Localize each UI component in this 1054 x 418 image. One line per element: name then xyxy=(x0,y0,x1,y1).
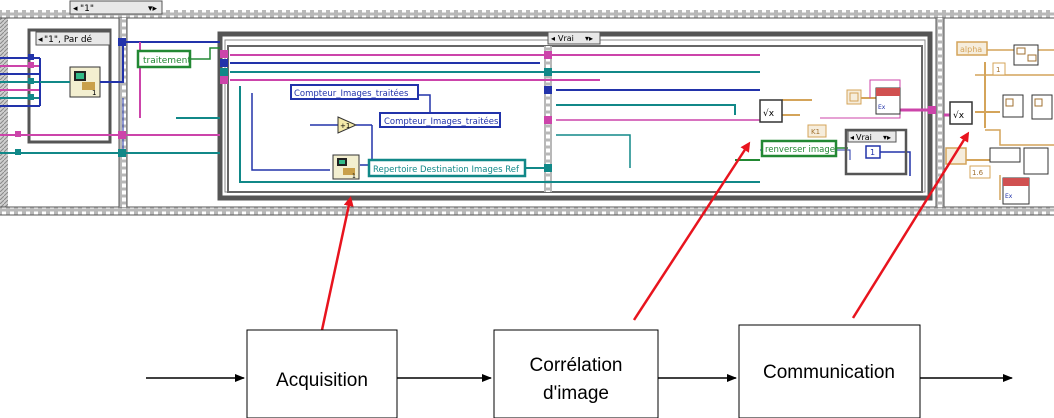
repertoire-label: Repertoire Destination Images Ref xyxy=(373,165,520,175)
gain-constant: 1.6 xyxy=(972,169,984,177)
expression-node-icon: Ex xyxy=(875,87,901,115)
svg-text:▾▸: ▾▸ xyxy=(883,133,891,142)
communication-sqrt-label: √x xyxy=(953,110,965,121)
compteur-indicator-label: Compteur_Images_traitées xyxy=(384,116,499,127)
wires xyxy=(0,41,1054,200)
acquisition-case-selector[interactable]: "1", Par dé xyxy=(44,34,93,45)
correlation-sqrt-label: √x xyxy=(763,108,775,119)
correlation-label-line1: Corrélation xyxy=(530,355,623,376)
acquisition-block: Acquisition xyxy=(246,329,398,418)
svg-text:◂: ◂ xyxy=(73,4,78,14)
expression-node-2-icon: Ex xyxy=(1002,177,1030,205)
svg-text:◂: ◂ xyxy=(850,133,854,142)
svg-text:◂: ◂ xyxy=(551,34,555,43)
svg-text:◂: ◂ xyxy=(38,35,43,45)
correlation-sqrt-node: √x xyxy=(759,99,783,123)
svg-text:1: 1 xyxy=(92,89,96,97)
communication-block: Communication xyxy=(738,324,921,418)
svg-text:Ex: Ex xyxy=(1005,193,1013,200)
svg-text:▾▸: ▾▸ xyxy=(148,4,158,14)
svg-text:1: 1 xyxy=(352,173,356,180)
sequence-selector-label: "1" xyxy=(80,4,94,14)
red-arrow-communication xyxy=(851,131,970,319)
reverse-case: ◂ Vrai ▾▸ 1 xyxy=(844,128,908,176)
correlation-block: Corrélation d'image xyxy=(493,329,659,418)
sequence-selector[interactable]: ◂ "1" ▾▸ xyxy=(69,0,163,15)
alpha-node: alpha 1 xyxy=(956,41,1006,76)
compteur-control-label: Compteur_Images_traitées xyxy=(294,88,409,99)
k1-label: K1 xyxy=(811,128,820,136)
gain-node: 1.6 xyxy=(945,147,991,179)
orange-constant xyxy=(846,89,862,105)
traitement-label: traitement xyxy=(143,56,191,66)
camera-vi-icon: 1 xyxy=(69,66,101,98)
alpha-label: alpha xyxy=(960,45,982,54)
svg-text:▾▸: ▾▸ xyxy=(585,34,593,43)
correlation-label-line2: d'image xyxy=(543,383,609,404)
reverse-case-selector[interactable]: Vrai xyxy=(856,133,872,142)
communication-label: Communication xyxy=(763,362,895,383)
compteur-control-node: Compteur_Images_traitées xyxy=(290,84,419,100)
k1-constant: K1 xyxy=(807,124,827,138)
red-arrows xyxy=(320,131,970,331)
traitement-node: traitement xyxy=(136,47,220,69)
increment-label: +1 xyxy=(340,122,350,130)
svg-text:Ex: Ex xyxy=(878,104,886,111)
alpha-value: 1 xyxy=(996,66,1000,74)
acquisition-label: Acquisition xyxy=(276,370,368,391)
labview-screenshot: ◂ "1" ▾▸ ◂ "1", Par dé 1 ◂ Vrai ▾ xyxy=(0,0,1054,216)
red-arrow-acquisition xyxy=(320,196,354,331)
compteur-indicator-node: Compteur_Images_traitées xyxy=(379,112,501,128)
inner-case-selector[interactable]: Vrai xyxy=(558,34,574,43)
renverser-label: renverser image xyxy=(765,145,835,155)
renverser-node: renverser image xyxy=(760,139,848,158)
red-arrow-correlation xyxy=(632,141,751,321)
increment-node: +1 xyxy=(337,116,358,134)
pipeline: Acquisition Corrélation d'image Communic… xyxy=(146,324,1013,418)
repertoire-node: Repertoire Destination Images Ref xyxy=(367,158,527,178)
tunnels xyxy=(15,38,936,172)
reverse-constant-one: 1 xyxy=(870,148,875,157)
communication-sqrt-node: √x xyxy=(949,101,973,125)
save-image-vi-icon: 1 xyxy=(332,154,360,180)
array-build-icons xyxy=(989,44,1053,175)
